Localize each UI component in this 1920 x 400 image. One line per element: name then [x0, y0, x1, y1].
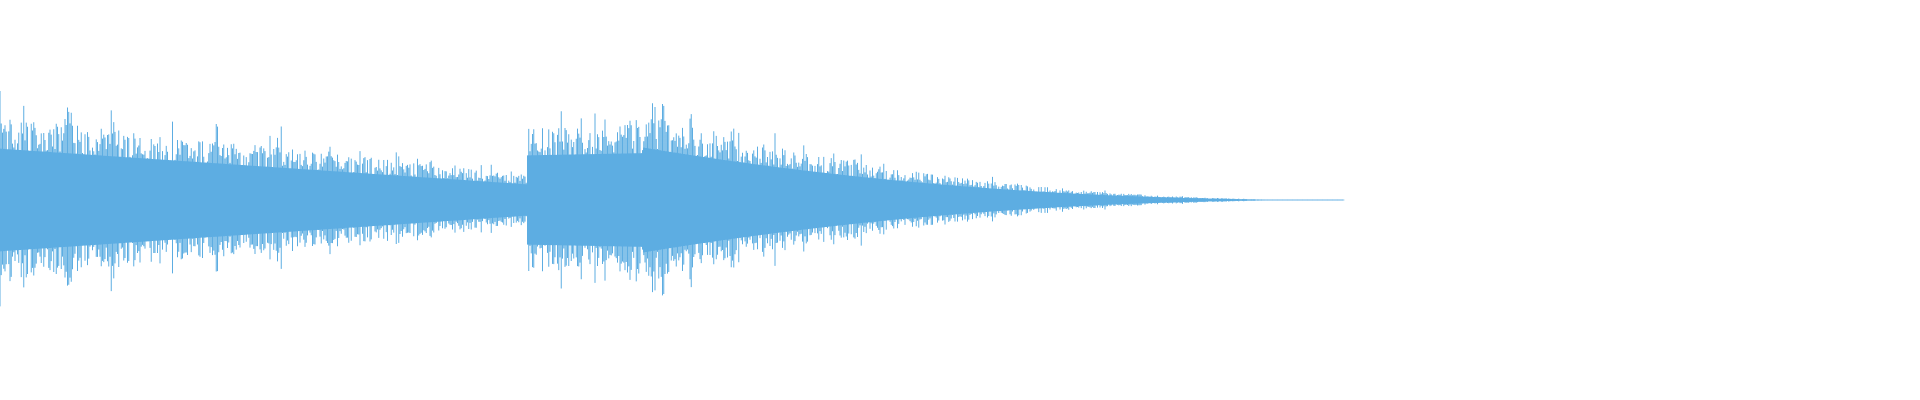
waveform-core — [0, 147, 1343, 253]
waveform-peaks — [0, 91, 1345, 307]
